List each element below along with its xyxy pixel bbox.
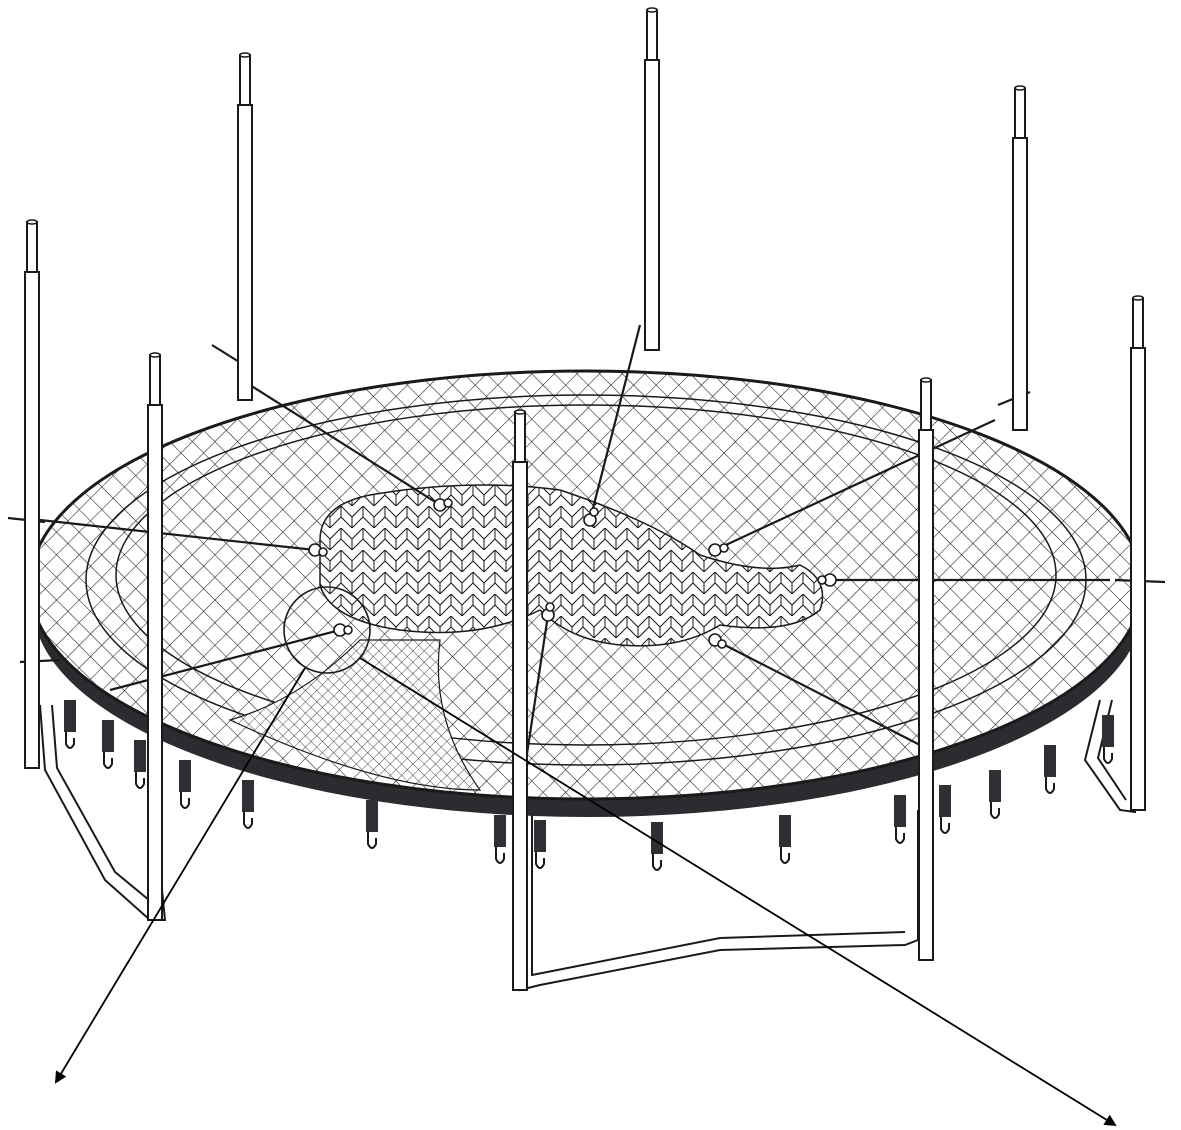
spring-strap: [894, 795, 906, 844]
callout-arrow-right: [359, 657, 1117, 1127]
spring-strap: [1044, 745, 1056, 794]
enclosure-pole: [24, 219, 40, 769]
spring-strap: [534, 820, 546, 869]
spring-strap: [64, 700, 76, 749]
enclosure-pole: [644, 7, 660, 351]
spring-strap: [102, 720, 114, 769]
spring-strap: [1102, 715, 1114, 764]
enclosure-pole: [918, 377, 934, 961]
enclosure-pole: [147, 352, 163, 921]
spring-strap: [179, 760, 191, 809]
net-door-panel: [228, 639, 482, 791]
spring-strap: [494, 815, 506, 864]
spring-strap: [779, 815, 791, 864]
spring-strap: [366, 800, 378, 849]
spring-strap: [939, 785, 951, 834]
enclosure-poles: [24, 7, 1146, 991]
enclosure-pole: [237, 52, 253, 401]
callout-arrow-left: [54, 667, 306, 1084]
spring-strap: [651, 822, 663, 871]
spring-strap: [242, 780, 254, 829]
enclosure-pole: [512, 409, 528, 991]
rod-end-clips: [308, 498, 837, 649]
callout-arrows: [54, 657, 1117, 1127]
detail-callout-circle: [283, 586, 371, 674]
spring-strap: [134, 740, 146, 789]
spring-strap: [989, 770, 1001, 819]
enclosure-pole: [1130, 295, 1146, 811]
jumping-mat-fold: [319, 484, 824, 647]
spring-straps: [64, 700, 1114, 871]
enclosure-pole: [1012, 85, 1028, 431]
